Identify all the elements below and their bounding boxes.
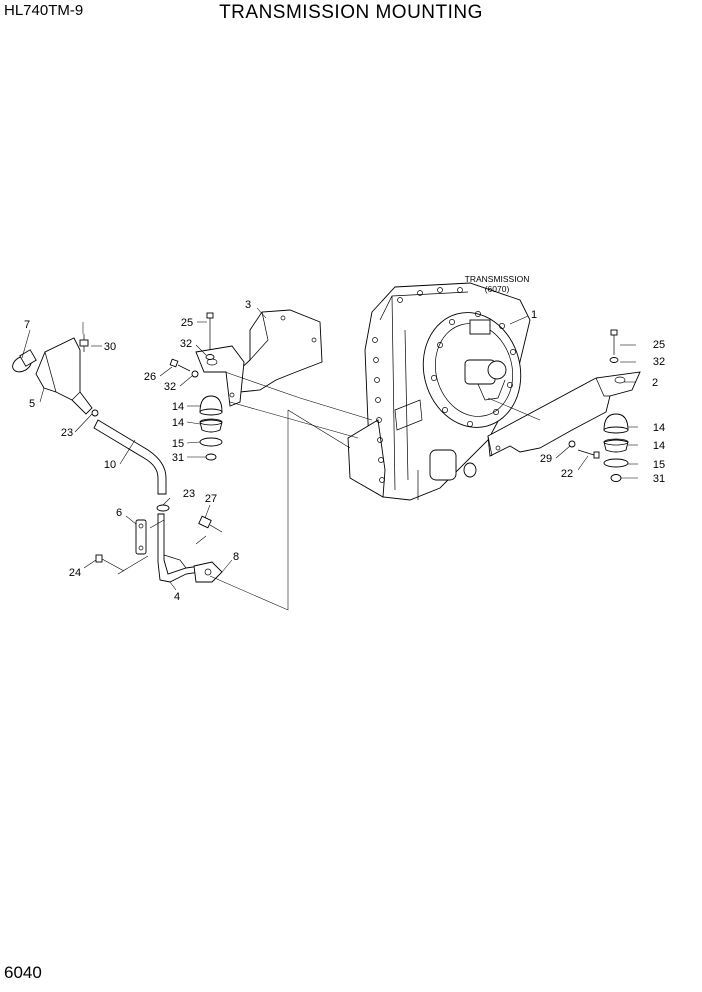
o-ring-23-upper[interactable] bbox=[91, 409, 99, 417]
left-rubber-mount-upper[interactable] bbox=[199, 395, 223, 416]
callout-23-a: 23 bbox=[61, 427, 73, 439]
o-ring-23-lower[interactable] bbox=[156, 504, 170, 512]
transmission-note-line1: TRANSMISSION bbox=[465, 274, 530, 284]
callouts: 7 5 30 23 10 25 32 26 32 14 14 15 31 3 1… bbox=[24, 299, 665, 603]
callout-15-right: 15 bbox=[653, 459, 665, 471]
pipe-4[interactable] bbox=[157, 513, 201, 583]
callout-32-right: 32 bbox=[653, 356, 665, 368]
callout-7: 7 bbox=[24, 319, 30, 331]
callout-25-right: 25 bbox=[653, 339, 665, 351]
bolt-24[interactable] bbox=[95, 554, 125, 572]
callout-29: 29 bbox=[540, 453, 552, 465]
right-nut-31[interactable] bbox=[610, 474, 622, 482]
callout-24: 24 bbox=[69, 567, 81, 579]
bolt-22[interactable] bbox=[577, 449, 600, 459]
leader-lines bbox=[21, 307, 638, 611]
callout-3: 3 bbox=[245, 299, 251, 311]
callout-22: 22 bbox=[561, 468, 573, 480]
callout-31-left: 31 bbox=[172, 452, 184, 464]
left-mount-bracket[interactable] bbox=[195, 309, 323, 407]
callout-27: 27 bbox=[205, 493, 217, 505]
callout-23-b: 23 bbox=[183, 488, 195, 500]
callout-10: 10 bbox=[104, 459, 116, 471]
callout-31-right: 31 bbox=[653, 473, 665, 485]
left-plate-15[interactable] bbox=[199, 437, 223, 447]
left-washer-32[interactable] bbox=[205, 354, 215, 360]
callout-2: 2 bbox=[652, 377, 658, 389]
gasket-8[interactable] bbox=[193, 561, 223, 583]
callout-32-left: 32 bbox=[180, 338, 192, 350]
cover-bolts bbox=[431, 311, 516, 427]
callout-6: 6 bbox=[116, 507, 122, 519]
transmission-housing[interactable] bbox=[347, 282, 533, 501]
bolt-27[interactable] bbox=[198, 515, 223, 533]
washer-29[interactable] bbox=[568, 440, 576, 448]
callout-14-right-lower: 14 bbox=[653, 440, 665, 452]
callout-14-right-upper: 14 bbox=[653, 422, 665, 434]
left-rubber-mount-lower[interactable] bbox=[199, 418, 223, 433]
callout-1: 1 bbox=[531, 309, 537, 321]
right-rubber-mount-upper[interactable] bbox=[603, 413, 629, 434]
callout-15-left: 15 bbox=[172, 438, 184, 450]
callout-30: 30 bbox=[104, 341, 116, 353]
right-bolt-25[interactable] bbox=[610, 329, 618, 355]
right-rubber-mount-lower[interactable] bbox=[603, 438, 629, 453]
left-bolt-25[interactable] bbox=[206, 312, 214, 350]
callout-25-left: 25 bbox=[181, 317, 193, 329]
callout-14-left-upper: 14 bbox=[172, 401, 184, 413]
transmission-note-line2: (6070) bbox=[485, 284, 510, 294]
filler-tube-10[interactable] bbox=[93, 419, 167, 495]
left-nut-31[interactable] bbox=[205, 453, 217, 461]
flange-bolts bbox=[372, 287, 463, 483]
model-code: HL740TM-9 bbox=[4, 2, 84, 19]
bracket-6[interactable] bbox=[135, 519, 147, 555]
filler-cap-7[interactable] bbox=[10, 349, 37, 375]
washer-32-side[interactable] bbox=[191, 370, 199, 378]
right-plate-15[interactable] bbox=[603, 458, 629, 468]
page-number: 6040 bbox=[4, 963, 42, 982]
callout-8: 8 bbox=[233, 551, 239, 563]
right-washer-32[interactable] bbox=[609, 357, 619, 363]
callout-14-left-lower: 14 bbox=[172, 417, 184, 429]
page-title: TRANSMISSION MOUNTING bbox=[219, 2, 483, 23]
bolt-30[interactable] bbox=[79, 334, 89, 352]
callout-32-side: 32 bbox=[164, 381, 176, 393]
callout-5: 5 bbox=[29, 398, 35, 410]
bolt-26[interactable] bbox=[169, 358, 191, 372]
callout-26: 26 bbox=[144, 371, 156, 383]
right-mount-bracket[interactable] bbox=[487, 371, 641, 457]
filler-neck-5[interactable] bbox=[35, 337, 93, 415]
callout-4: 4 bbox=[174, 591, 180, 603]
